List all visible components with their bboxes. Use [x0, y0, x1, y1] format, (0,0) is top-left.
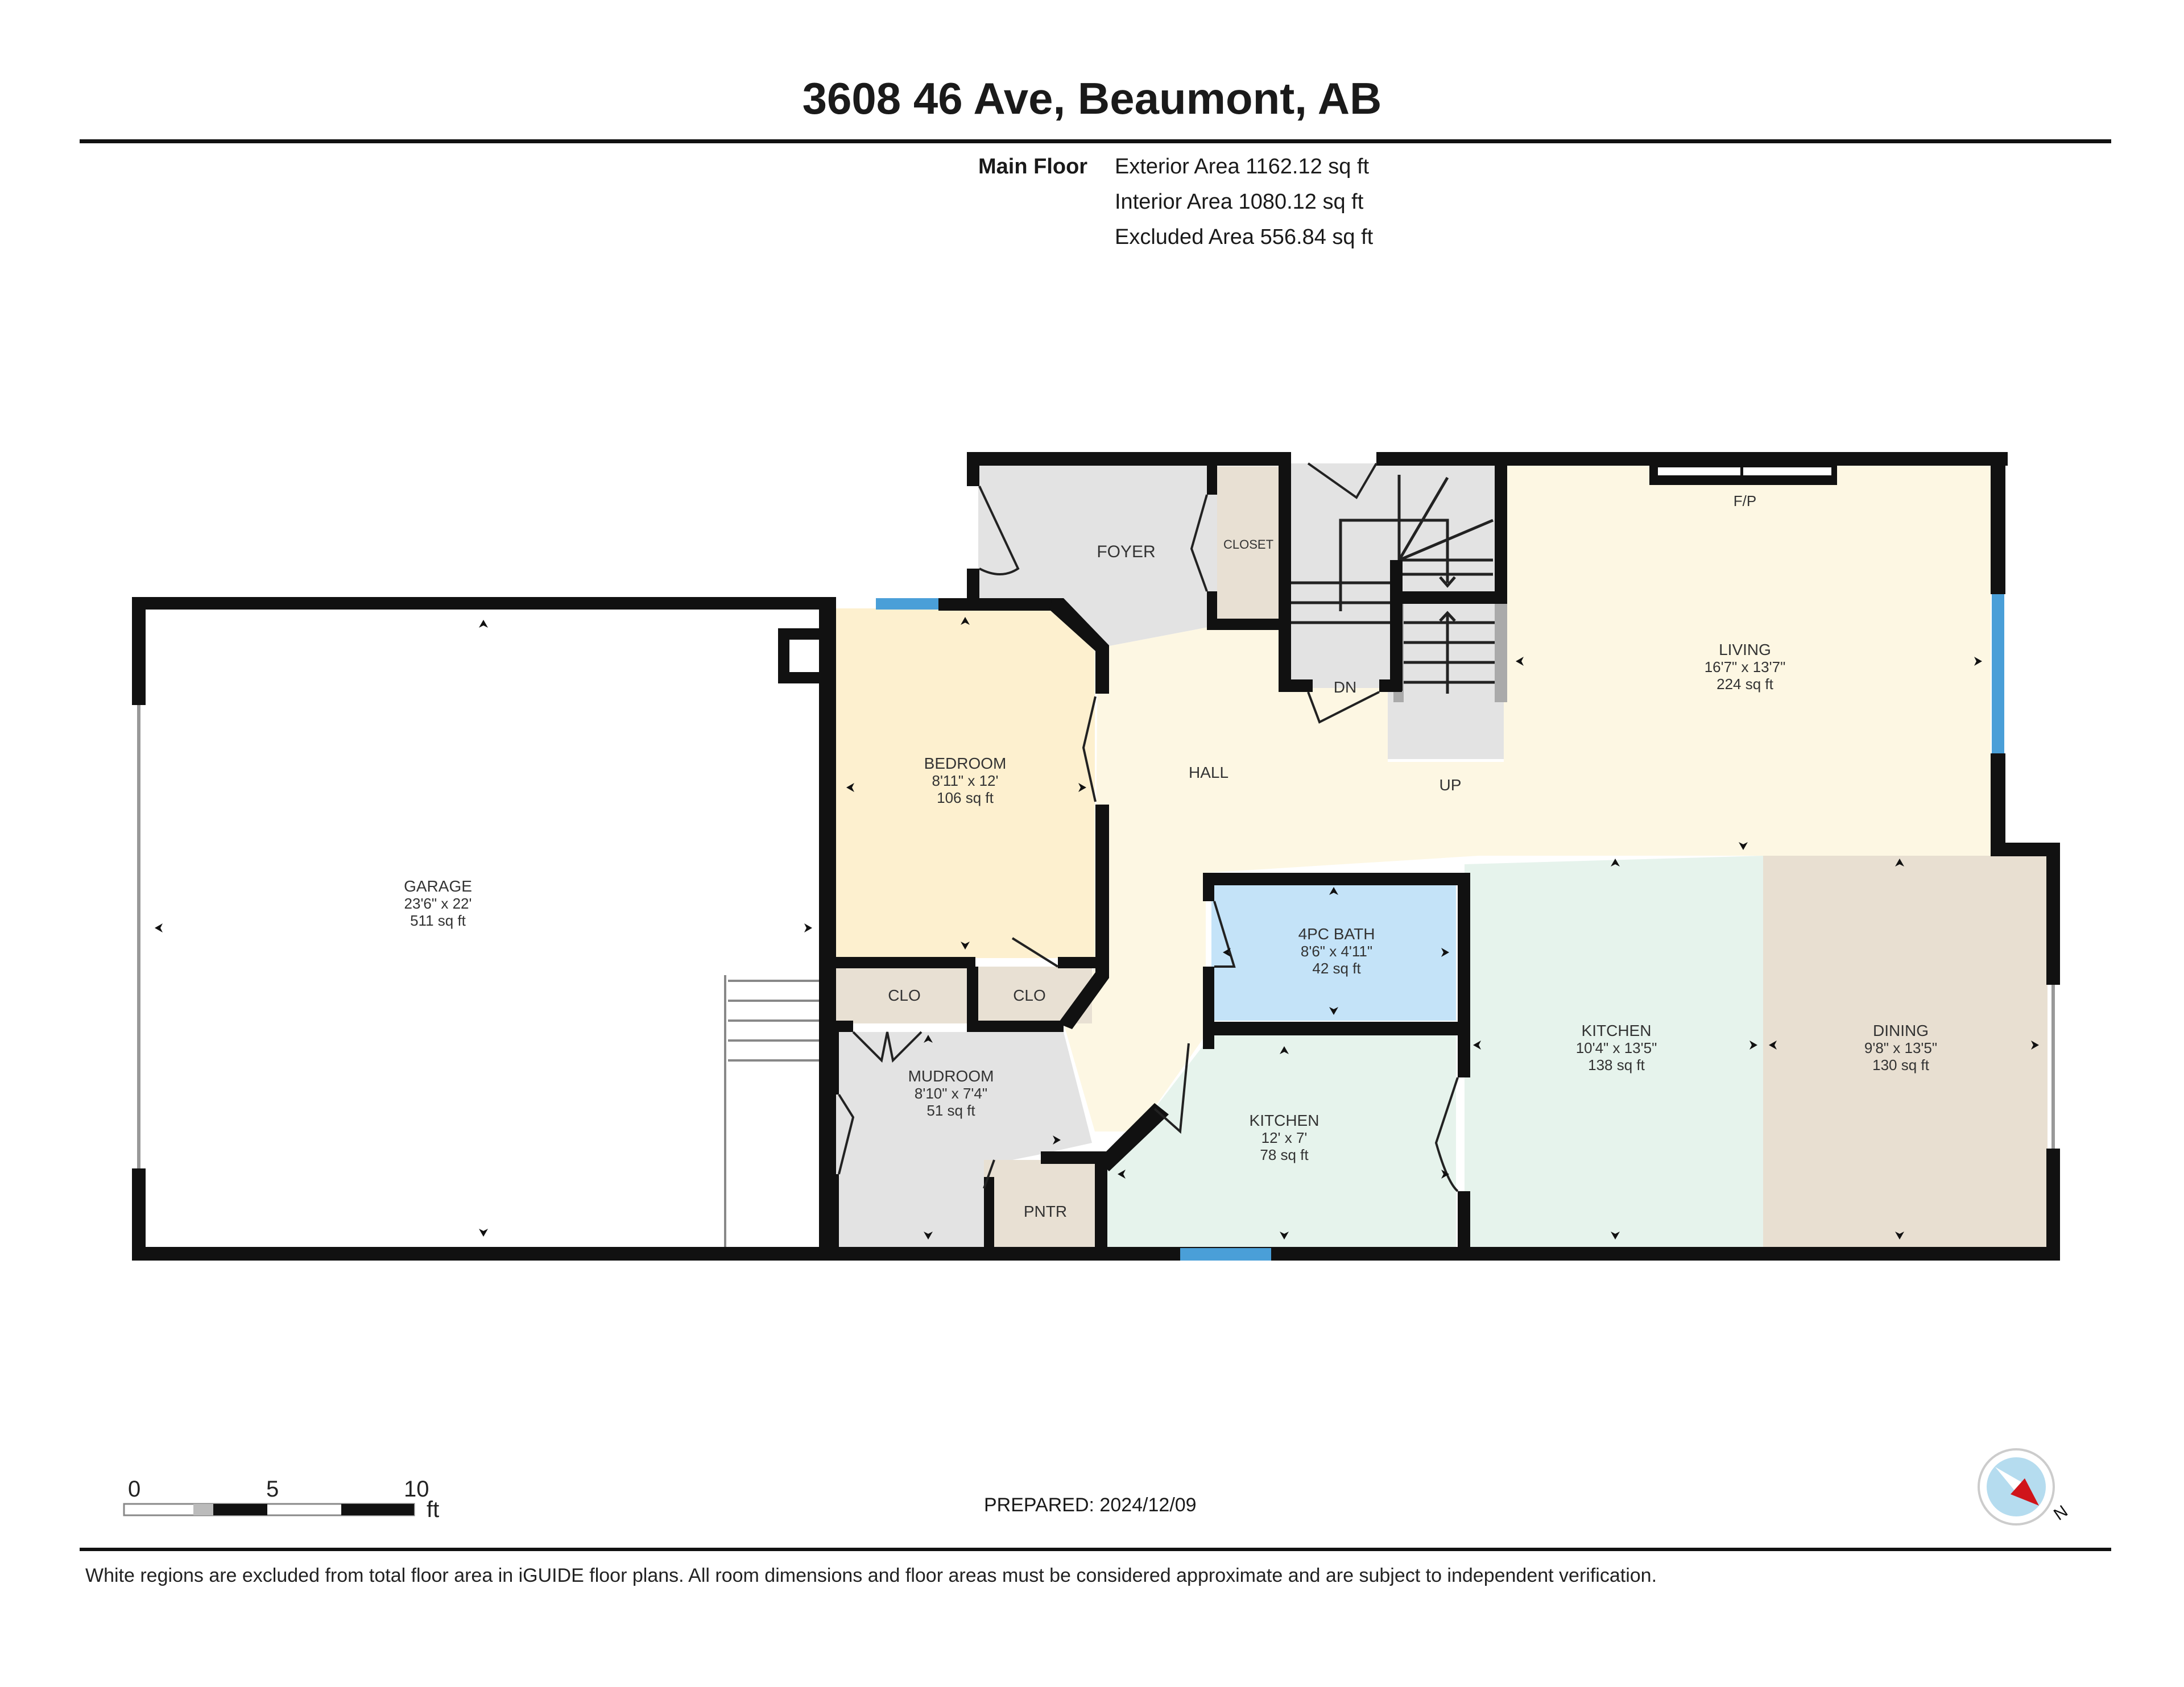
- scale-bar: 0 5 10 ft: [123, 1477, 439, 1522]
- bath-area: 42 sq ft: [1312, 960, 1361, 977]
- pantry-fill: [984, 1160, 1095, 1248]
- kitchen-window: [1180, 1248, 1271, 1261]
- kitchen-small-name: KITCHEN: [1250, 1112, 1320, 1129]
- compass-icon: N: [1978, 1448, 2071, 1526]
- bath-dims: 8'6" x 4'11": [1301, 943, 1372, 960]
- garage-steps-icon: [724, 975, 819, 1248]
- stairs-icon: [1291, 475, 1507, 702]
- kitchen-large-area: 138 sq ft: [1588, 1056, 1645, 1073]
- footer-divider: [80, 1548, 2111, 1551]
- door-swings: [838, 462, 1459, 1192]
- scale-tick-0: 0: [128, 1477, 140, 1502]
- page-title: 3608 46 Ave, Beaumont, AB: [802, 73, 1382, 123]
- kitchen-small-fill: [1106, 1035, 1456, 1248]
- fireplace-label: F/P: [1734, 492, 1756, 509]
- closet-name: CLOSET: [1223, 537, 1273, 552]
- interior-area: Interior Area 1080.12 sq ft: [1115, 190, 1364, 214]
- exterior-area: Exterior Area 1162.12 sq ft: [1115, 155, 1370, 179]
- garage-name: GARAGE: [404, 877, 472, 895]
- bedroom-dims: 8'11" x 12': [932, 772, 999, 789]
- mudroom-dims: 8'10" x 7'4": [915, 1085, 987, 1102]
- living-window: [1992, 594, 2004, 753]
- kitchen-large-fill: [1465, 856, 1763, 1248]
- scale-tick-5: 5: [266, 1477, 279, 1502]
- dining-area: 130 sq ft: [1872, 1056, 1930, 1073]
- stairs-down-label: DN: [1334, 678, 1356, 696]
- scale-unit: ft: [427, 1497, 439, 1522]
- windows: [876, 594, 2004, 1261]
- garage-dims: 23'6" x 22': [404, 895, 472, 912]
- kitchen-large-dims: 10'4" x 13'5": [1576, 1039, 1657, 1056]
- bedroom-window: [876, 598, 938, 610]
- dining-dims: 9'8" x 13'5": [1864, 1039, 1937, 1056]
- hall-name: HALL: [1189, 764, 1228, 781]
- header-divider: [80, 139, 2111, 143]
- dimension-markers: [155, 617, 2039, 1240]
- garage-fill: [145, 608, 819, 1248]
- living-dims: 16'7" x 13'7": [1705, 658, 1786, 675]
- living-name: LIVING: [1719, 641, 1771, 658]
- clo1-name: CLO: [888, 986, 921, 1004]
- garage-area: 511 sq ft: [410, 912, 466, 929]
- dining-name: DINING: [1873, 1022, 1929, 1039]
- living-area: 224 sq ft: [1716, 675, 1774, 693]
- mudroom-area: 51 sq ft: [926, 1102, 975, 1119]
- walls: [132, 452, 2060, 1261]
- room-fills: [145, 463, 2048, 1248]
- hall-living-fill: [1064, 463, 1991, 1131]
- compass-north-label: N: [2050, 1502, 2071, 1524]
- kitchen-large-name: KITCHEN: [1582, 1022, 1652, 1039]
- pantry-name: PNTR: [1024, 1203, 1067, 1220]
- prepared-date: PREPARED: 2024/12/09: [984, 1494, 1197, 1516]
- bath-fill: [1211, 881, 1456, 1021]
- foyer-name: FOYER: [1097, 542, 1155, 561]
- scale-tick-10: 10: [404, 1477, 429, 1502]
- closet-fill: [1217, 466, 1279, 620]
- bath-name: 4PC BATH: [1298, 925, 1375, 943]
- room-labels: GARAGE 23'6" x 22' 511 sq ft BEDROOM 8'1…: [404, 492, 1937, 1220]
- mudroom-name: MUDROOM: [908, 1067, 994, 1085]
- excluded-area: Excluded Area 556.84 sq ft: [1115, 225, 1374, 249]
- openings: [137, 705, 2055, 1168]
- disclaimer-text: White regions are excluded from total fl…: [85, 1565, 1657, 1586]
- mudroom-fill: [836, 1032, 1092, 1248]
- bedroom-area: 106 sq ft: [937, 789, 994, 806]
- floor-label: Main Floor: [978, 155, 1088, 179]
- bedroom-name: BEDROOM: [924, 755, 1007, 772]
- bedroom-fill: [836, 608, 1095, 958]
- clo2-name: CLO: [1013, 986, 1046, 1004]
- dining-fill: [1763, 856, 2048, 1248]
- clo1-fill: [836, 967, 967, 1023]
- stairs-up-label: UP: [1440, 776, 1462, 794]
- kitchen-small-area: 78 sq ft: [1260, 1146, 1309, 1163]
- kitchen-small-dims: 12' x 7': [1261, 1129, 1308, 1146]
